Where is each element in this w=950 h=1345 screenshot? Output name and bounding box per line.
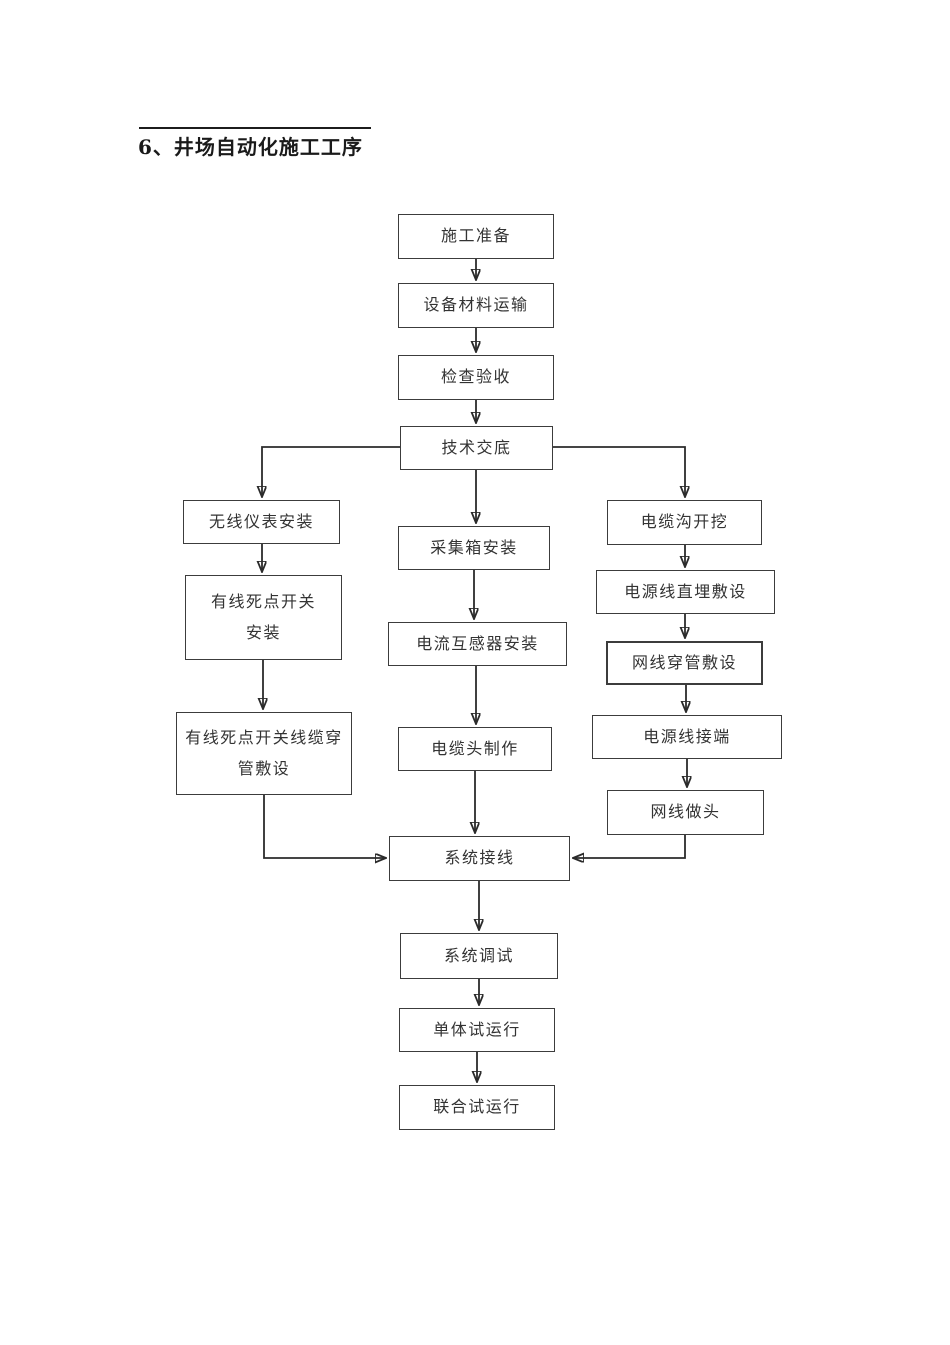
node-label-individual-trial-run: 单体试运行 — [433, 1019, 521, 1039]
node-collection-box-installation: 采集箱安装 — [398, 526, 550, 570]
node-label-collection-box-installation: 采集箱安装 — [430, 537, 518, 557]
node-joint-trial-run: 联合试运行 — [399, 1085, 555, 1130]
node-label-power-line-termination: 电源线接端 — [643, 726, 731, 746]
edge-conduit-system-wiring — [263, 795, 385, 858]
node-wireless-instrument-installation: 无线仪表安装 — [183, 500, 340, 544]
node-label-network-cable-head-making: 网线做头 — [650, 802, 721, 822]
page-title: 6、井场自动化施工工序 — [138, 135, 363, 159]
node-technical-disclosure: 技术交底 — [400, 426, 553, 470]
node-current-transformer-installation: 电流互感器安装 — [388, 622, 567, 666]
node-label-system-wiring: 系统接线 — [444, 848, 515, 868]
node-label-system-commissioning: 系统调试 — [443, 945, 514, 965]
node-label-technical-disclosure: 技术交底 — [441, 437, 512, 457]
node-system-commissioning: 系统调试 — [400, 933, 558, 979]
heading-overline — [139, 127, 371, 129]
edge-network-head-system-wiring — [574, 835, 686, 858]
node-network-cable-conduit-laying: 网线穿管敷设 — [606, 641, 763, 685]
node-label-cable-head-fabrication: 电缆头制作 — [431, 738, 519, 758]
node-label-cable-trench-excavation: 电缆沟开挖 — [640, 512, 729, 532]
node-construction-preparation: 施工准备 — [398, 214, 554, 259]
node-label-wireless-instrument-installation: 无线仪表安装 — [208, 511, 314, 531]
node-label-construction-preparation: 施工准备 — [440, 226, 511, 246]
node-wired-dead-point-switch-cable-conduit: 有线死点开关线缆穿管敷设 — [176, 712, 352, 795]
node-label-equipment-material-transport: 设备材料运输 — [423, 295, 529, 315]
node-label-wired-dead-point-switch-installation: 有线死点开关安装 — [210, 592, 316, 642]
node-power-line-termination: 电源线接端 — [592, 715, 782, 759]
node-power-line-direct-burial: 电源线直埋敷设 — [596, 570, 775, 614]
node-inspection-acceptance: 检查验收 — [398, 355, 554, 400]
edge-disclosure-trench — [553, 446, 685, 496]
edge-disclosure-wireless — [262, 446, 400, 496]
node-label-current-transformer-installation: 电流互感器安装 — [416, 633, 539, 653]
node-label-inspection-acceptance: 检查验收 — [440, 367, 511, 387]
node-label-power-line-direct-burial: 电源线直埋敷设 — [624, 581, 747, 601]
node-wired-dead-point-switch-installation: 有线死点开关安装 — [185, 575, 342, 660]
node-label-wired-dead-point-switch-cable-conduit: 有线死点开关线缆穿管敷设 — [185, 728, 343, 778]
node-label-network-cable-conduit-laying: 网线穿管敷设 — [631, 652, 737, 672]
node-individual-trial-run: 单体试运行 — [399, 1008, 555, 1052]
node-cable-trench-excavation: 电缆沟开挖 — [607, 500, 762, 545]
node-system-wiring: 系统接线 — [389, 836, 570, 881]
node-network-cable-head-making: 网线做头 — [607, 790, 764, 835]
node-label-joint-trial-run: 联合试运行 — [433, 1097, 521, 1117]
node-cable-head-fabrication: 电缆头制作 — [398, 727, 552, 771]
node-equipment-material-transport: 设备材料运输 — [398, 283, 554, 328]
